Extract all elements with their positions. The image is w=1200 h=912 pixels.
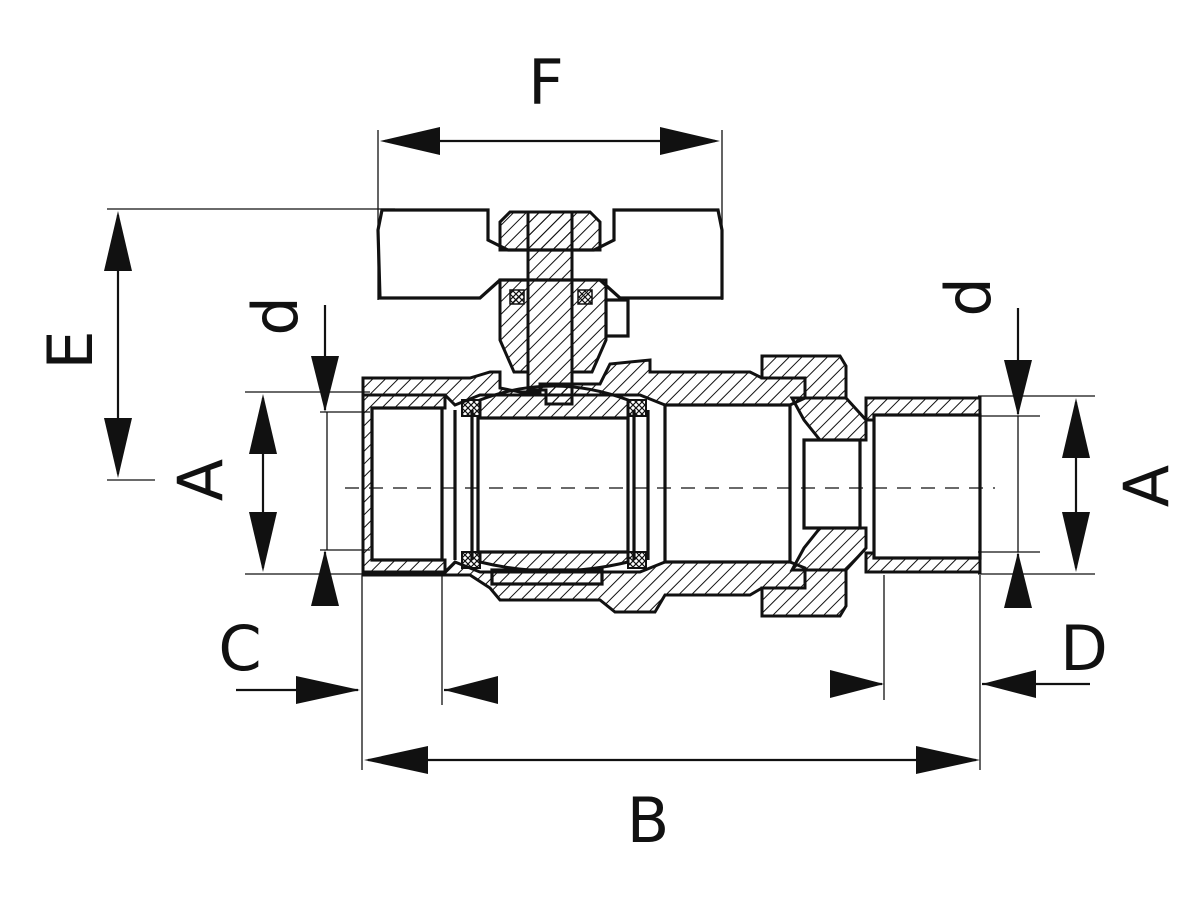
label-a-right: A: [1110, 465, 1183, 507]
valve-handle: [376, 208, 724, 406]
dimension-a-right: [978, 395, 1095, 575]
label-a-left: A: [164, 459, 237, 501]
label-d-right: d: [932, 277, 1005, 316]
label-e: E: [34, 330, 107, 369]
dimension-e: [104, 208, 395, 481]
label-d: D: [1060, 612, 1108, 685]
label-c: C: [218, 612, 261, 685]
dimension-d: [830, 575, 1090, 770]
dimension-b: [364, 746, 980, 774]
dimension-a-left: [245, 391, 370, 575]
valve-body: [345, 354, 995, 618]
dimension-f: [377, 127, 723, 300]
label-b: B: [627, 784, 670, 857]
dimension-c: [236, 575, 498, 770]
dimension-d-right: [978, 308, 1040, 608]
dimension-d-left: [311, 305, 370, 606]
label-d-left: d: [239, 296, 312, 335]
label-f: F: [528, 46, 564, 119]
